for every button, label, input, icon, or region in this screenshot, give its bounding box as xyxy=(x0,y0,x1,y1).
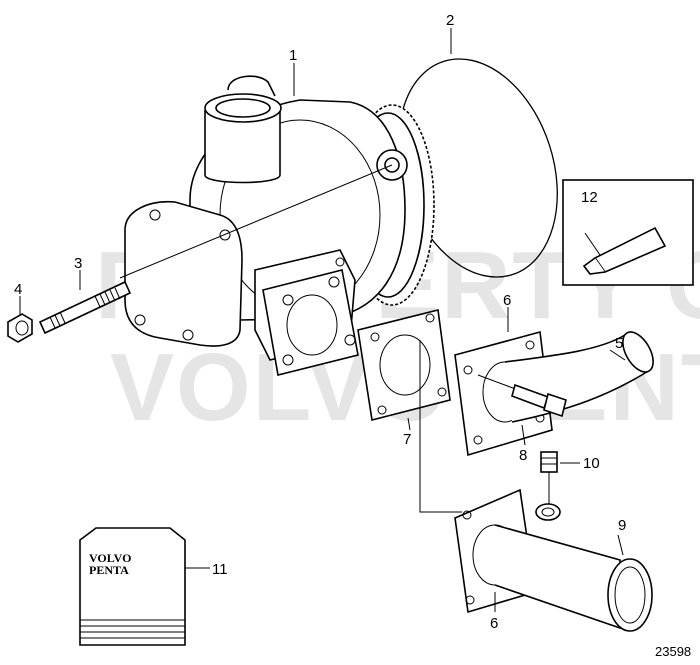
callout-12: 12 xyxy=(581,189,598,206)
callout-5: 5 xyxy=(615,335,623,352)
callout-7: 7 xyxy=(403,431,411,448)
flange-gasket-upper xyxy=(262,269,359,376)
gasket xyxy=(357,309,451,421)
plug xyxy=(540,451,558,510)
callout-11: 11 xyxy=(212,561,228,578)
callout-8: 8 xyxy=(519,447,527,464)
manual-brand-line-1: VOLVO xyxy=(89,551,131,565)
sealant-box xyxy=(562,179,694,286)
figure-number: 23598 xyxy=(655,644,691,659)
callout-3: 3 xyxy=(74,255,82,272)
pump-housing xyxy=(119,75,435,361)
callout-6-lower: 6 xyxy=(490,615,498,632)
sealant-tube-icon xyxy=(582,226,667,275)
inlet-flange-and-pipe xyxy=(454,488,653,632)
callout-4: 4 xyxy=(14,281,22,298)
callout-2: 2 xyxy=(446,12,454,29)
flange-bolt xyxy=(477,374,567,418)
callouts: 1 2 3 4 5 6 7 8 9 10 11 12 6 xyxy=(14,12,626,632)
callout-10: 10 xyxy=(583,455,600,472)
callout-6-upper: 6 xyxy=(503,292,511,309)
callout-1: 1 xyxy=(289,47,297,64)
manual-booklet-icon: VOLVO PENTA xyxy=(79,527,186,646)
nut xyxy=(7,313,33,343)
leader-lines xyxy=(19,28,626,612)
manual-brand-line-2: PENTA xyxy=(89,563,129,577)
callout-9: 9 xyxy=(618,517,626,534)
stud xyxy=(38,280,132,335)
